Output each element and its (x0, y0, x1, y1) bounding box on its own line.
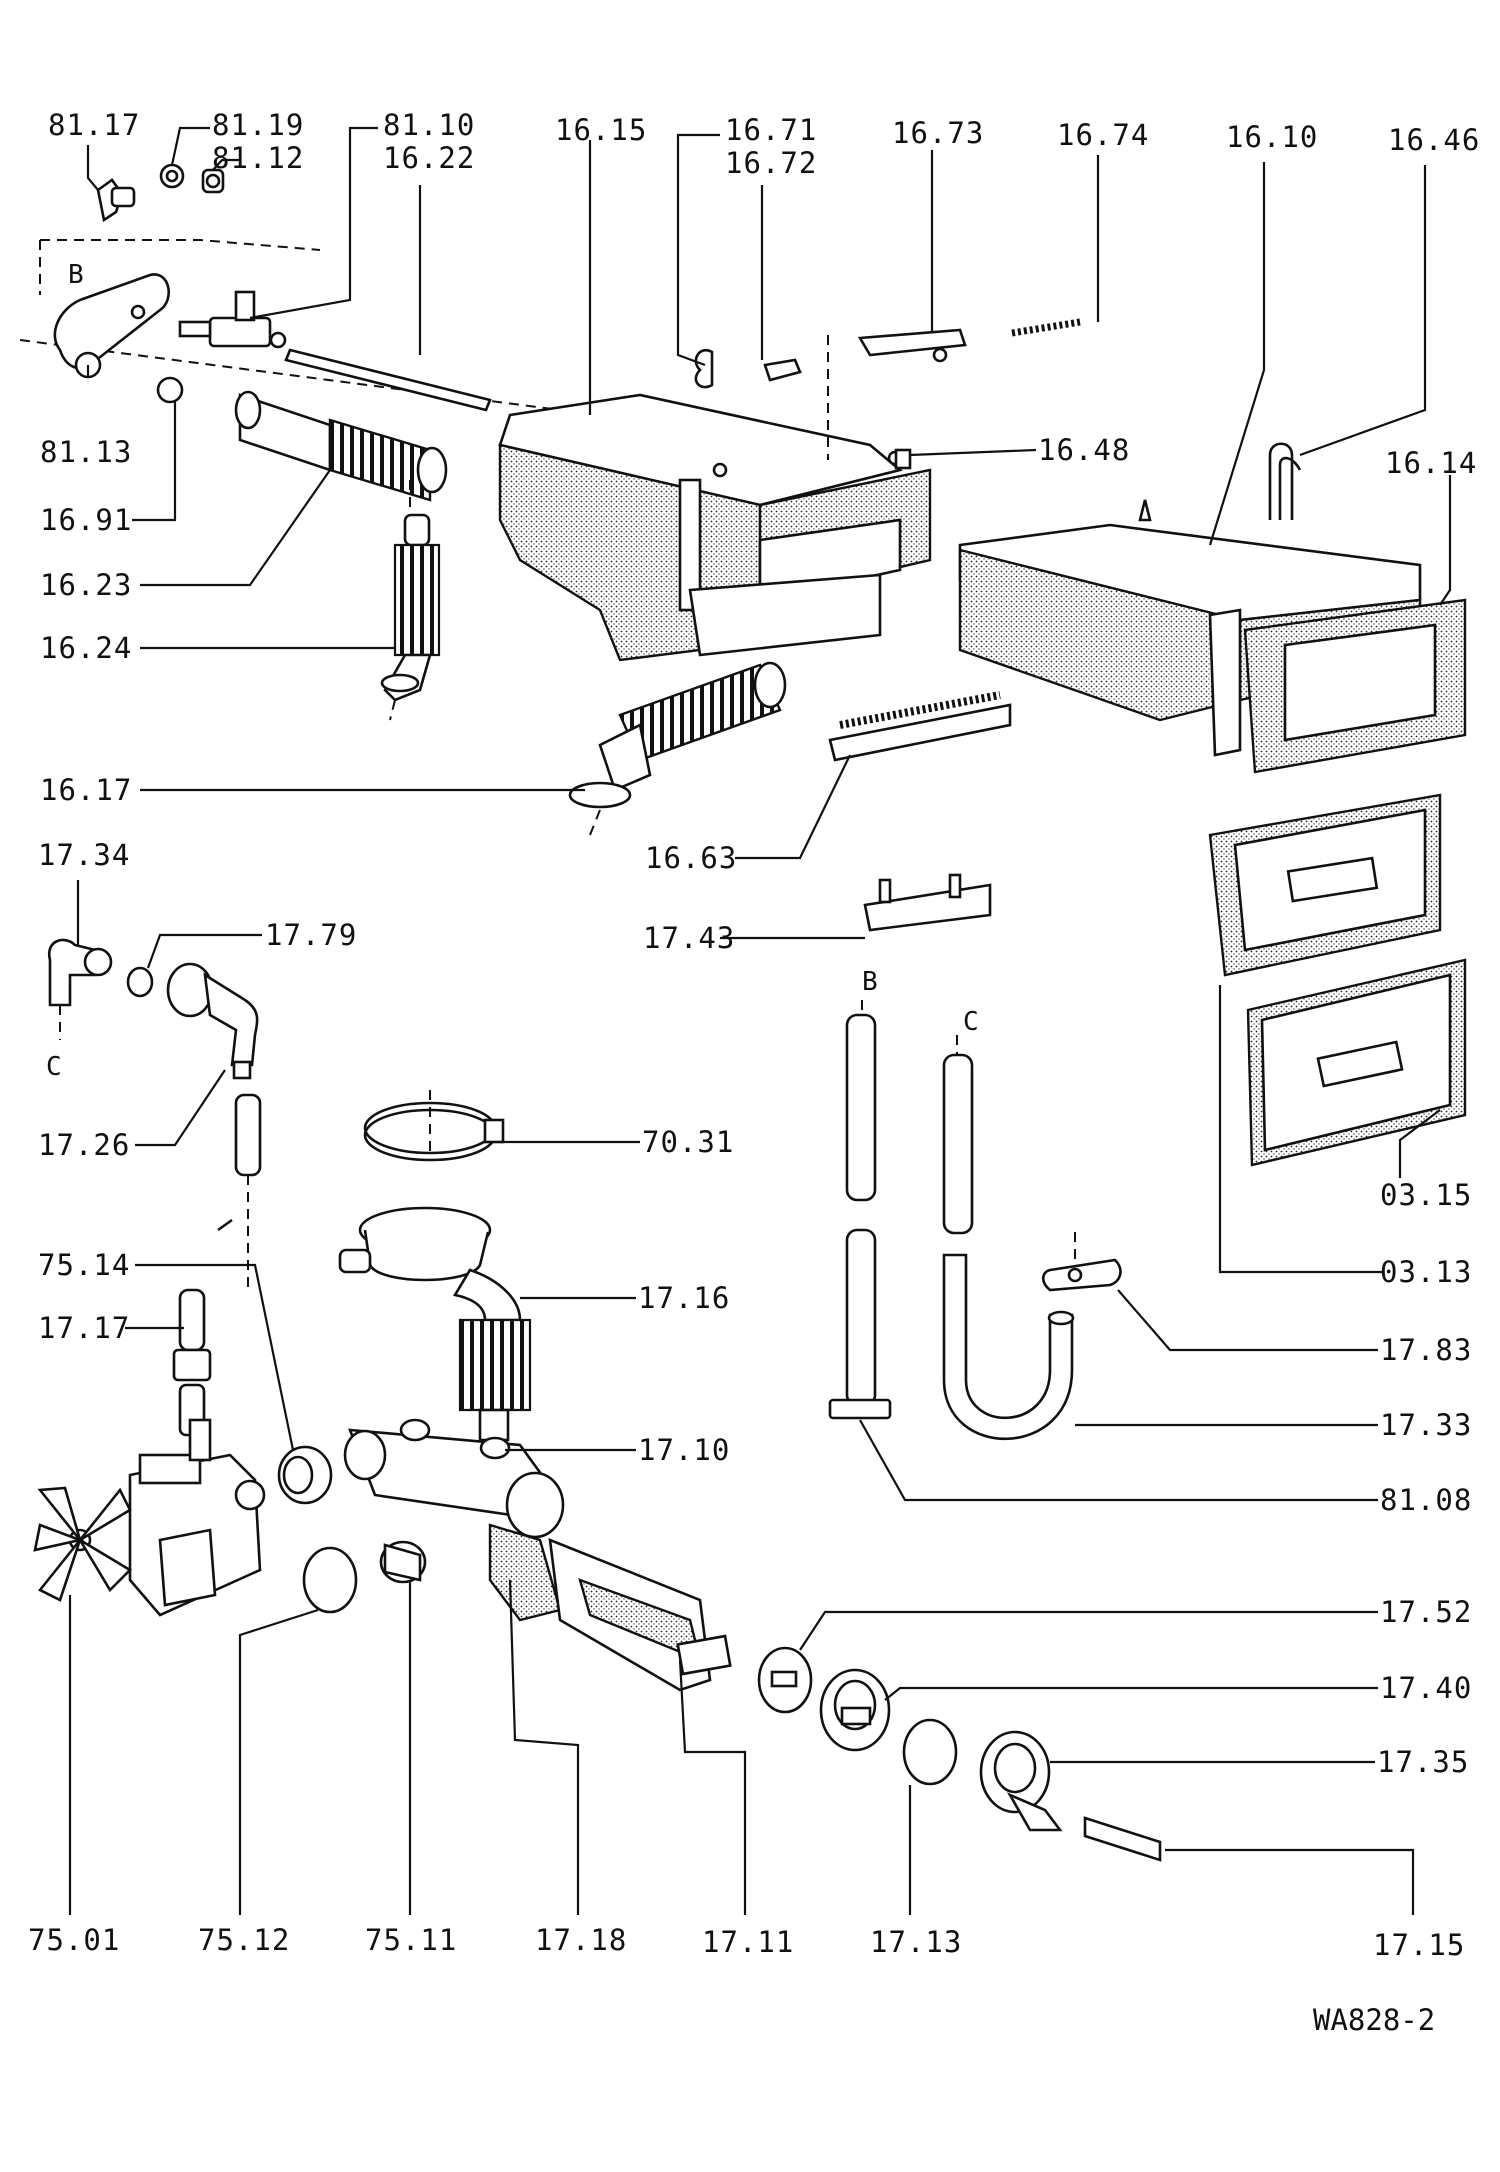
label-17-40: 17.40 (1380, 1671, 1472, 1705)
label-75-14: 75.14 (38, 1248, 130, 1282)
label-81-17: 81.17 (48, 108, 140, 142)
part-17-40-cap (819, 1668, 891, 1752)
part-17-16-sump (338, 1206, 532, 1455)
label-81-13: 81.13 (40, 435, 132, 469)
part-16-91-o-ring (156, 376, 184, 404)
part-17-34-elbow (47, 938, 113, 1040)
label-17-35: 17.35 (1377, 1745, 1469, 1779)
part-81-10-valve (178, 290, 287, 349)
part-70-31-clamp (363, 1090, 505, 1162)
part-75-11-impeller (379, 1540, 427, 1584)
label-17-79: 17.79 (265, 918, 357, 952)
part-17-79-ring (126, 966, 154, 998)
part-75-01-motor (33, 1418, 266, 1617)
label-17-17: 17.17 (38, 1311, 130, 1345)
label-81-19: 81.19 (212, 108, 304, 142)
label-17-18: 17.18 (535, 1923, 627, 1957)
label-16-48: 16.48 (1038, 433, 1130, 467)
label-16-46: 16.46 (1388, 123, 1480, 157)
label-17-11: 17.11 (702, 1925, 794, 1959)
label-75-01: 75.01 (28, 1923, 120, 1957)
part-16-15-dispenser-housing (498, 393, 932, 662)
leader-lines (68, 126, 1452, 1915)
label-16-72: 16.72 (725, 146, 817, 180)
part-17-33-hose (942, 1035, 1075, 1441)
label-17-43: 17.43 (643, 921, 735, 955)
label-17-13: 17.13 (870, 1925, 962, 1959)
drawing-reference: WA828-2 (1313, 2003, 1435, 2037)
part-75-14-ring (277, 1445, 333, 1505)
part-81-08-tube (828, 1000, 892, 1420)
label-16-24: 16.24 (40, 631, 132, 665)
part-75-12-ring (302, 1546, 358, 1614)
label-17-33: 17.33 (1380, 1408, 1472, 1442)
part-17-43-bracket (863, 873, 992, 932)
label-16-73: 16.73 (892, 116, 984, 150)
label-17-10: 17.10 (638, 1433, 730, 1467)
label-16-71: 16.71 (725, 113, 817, 147)
label-81-10: 81.10 (383, 108, 475, 142)
part-17-35-filter (979, 1730, 1063, 1832)
label-03-13: 03.13 (1380, 1255, 1472, 1289)
label-16-91: 16.91 (40, 503, 132, 537)
part-17-13-ring (902, 1718, 958, 1786)
part-16-63-strip (828, 691, 1012, 762)
dashed-connection-b (19, 239, 561, 411)
label-16-74: 16.74 (1057, 118, 1149, 152)
marker-b-tube: B (862, 967, 878, 997)
part-16-17-hose (568, 661, 787, 836)
label-16-23: 16.23 (40, 568, 132, 602)
part-17-18-pump-housing (343, 1418, 732, 1692)
label-03-15: 03.15 (1380, 1178, 1472, 1212)
part-16-46-u-clip (1268, 442, 1302, 520)
label-75-11: 75.11 (365, 1923, 457, 1957)
connection-markers: B B C C (46, 260, 979, 1082)
part-17-83-gasket (1041, 1232, 1122, 1292)
label-70-31: 70.31 (642, 1125, 734, 1159)
label-17-52: 17.52 (1380, 1595, 1472, 1629)
label-17-26: 17.26 (38, 1128, 130, 1162)
label-16-14: 16.14 (1385, 446, 1477, 480)
marker-c-left: C (46, 1052, 62, 1082)
part-17-52-disc (757, 1646, 813, 1714)
part-16-71-clip (694, 349, 714, 389)
part-16-72-clip (763, 358, 802, 382)
part-17-26-elbow (166, 962, 259, 1080)
part-16-73-lever (827, 328, 967, 460)
label-16-17: 16.17 (40, 773, 132, 807)
part-16-74-spring (1011, 318, 1081, 337)
label-17-34: 17.34 (38, 838, 130, 872)
part-17-15-latch (1083, 1816, 1162, 1862)
label-81-08: 81.08 (1380, 1483, 1472, 1517)
marker-b-top: B (68, 260, 84, 290)
label-17-15: 17.15 (1373, 1928, 1465, 1962)
label-75-12: 75.12 (198, 1923, 290, 1957)
label-16-63: 16.63 (645, 841, 737, 875)
part-labels: 81.17 81.19 81.12 81.10 16.22 16.15 16.7… (28, 108, 1480, 1962)
part-16-48-tab (894, 448, 912, 470)
label-16-15: 16.15 (555, 113, 647, 147)
marker-c-tube: C (963, 1007, 979, 1037)
part-81-17-elbow (96, 163, 225, 223)
part-16-22-rod (284, 348, 492, 412)
label-16-10: 16.10 (1226, 120, 1318, 154)
part-03-13-panel-back (1246, 958, 1467, 1167)
label-81-12: 81.12 (212, 141, 304, 175)
label-17-16: 17.16 (638, 1281, 730, 1315)
part-16-24-bellows (380, 480, 441, 721)
part-03-15-panel-front (1208, 793, 1442, 977)
part-16-14-frame (1208, 598, 1467, 774)
label-17-83: 17.83 (1380, 1333, 1472, 1367)
part-16-23-hose (234, 390, 448, 502)
label-16-22: 16.22 (383, 141, 475, 175)
